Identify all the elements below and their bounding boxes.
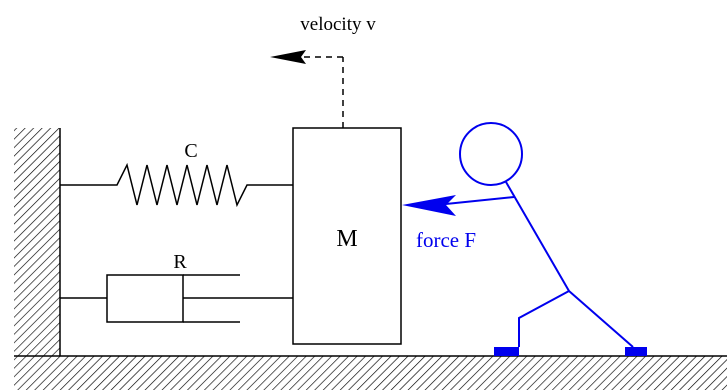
damper-cylinder: [106, 274, 184, 323]
mass-label: M: [336, 226, 357, 252]
force-label: force F: [416, 228, 476, 252]
stick-figure-back-foot: [494, 347, 519, 356]
stick-figure-head: [459, 122, 523, 186]
velocity-indicator: velocity v: [270, 14, 376, 128]
damper: R: [60, 251, 293, 323]
stick-figure-body: [505, 181, 570, 292]
wall-hatching: [14, 128, 60, 356]
wall: [14, 128, 61, 356]
mass-block: [292, 127, 402, 345]
ground-hatching: [14, 356, 727, 390]
stick-figure-front-foot: [625, 347, 647, 356]
stick-figure-front-leg: [568, 290, 634, 348]
force-arrow-shaft: [435, 196, 515, 206]
damper-label: R: [173, 251, 187, 273]
force-arrowhead: [402, 195, 456, 216]
spring-coil: [60, 162, 293, 208]
spring: C: [60, 140, 293, 208]
spring-label: C: [184, 140, 197, 162]
velocity-arrowhead: [270, 50, 306, 64]
force-arrow: force F: [402, 195, 515, 252]
velocity-label: velocity v: [300, 14, 376, 35]
stick-figure-back-leg: [518, 290, 570, 347]
mass: M: [292, 127, 402, 345]
ground: [14, 355, 727, 390]
stick-figure: [459, 122, 647, 356]
